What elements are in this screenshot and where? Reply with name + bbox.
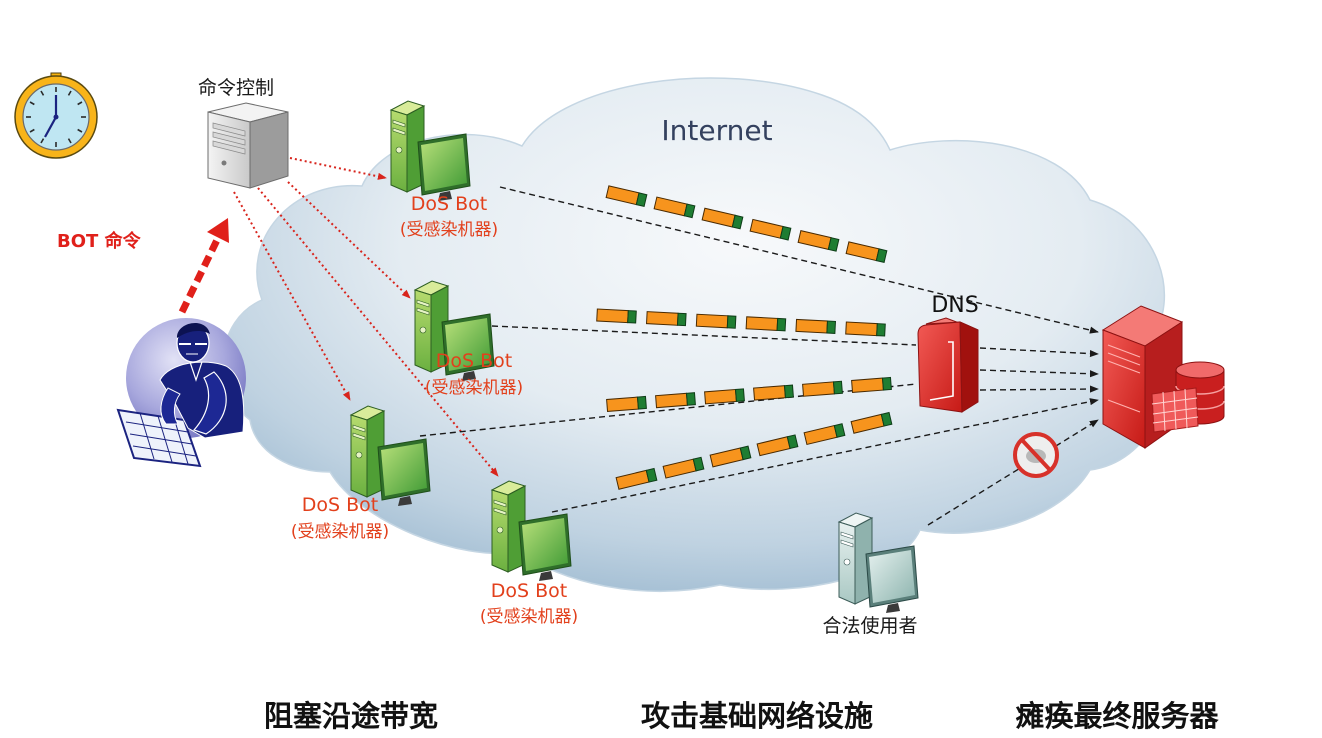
packet-body — [695, 313, 729, 329]
packet-tail — [783, 384, 794, 399]
packet — [845, 241, 888, 263]
packet-tail — [645, 467, 658, 483]
bot-label: DoS Bot — [411, 193, 487, 215]
packet — [850, 411, 893, 434]
packet — [749, 218, 792, 241]
packet — [596, 308, 637, 324]
caption-bandwidth: 阻塞沿途带宽 — [264, 699, 438, 733]
attack-line-bot-4 — [551, 398, 1099, 513]
packet — [645, 311, 687, 327]
server-icon — [207, 102, 289, 189]
bot-command-arrow — [178, 218, 229, 314]
caption-infrastructure: 攻击基础网络设施 — [641, 699, 873, 733]
bot-computer-3: DoS Bot (受感染机器) — [291, 405, 431, 542]
dns-label: DNS — [931, 293, 978, 318]
command-line-bot-2 — [287, 181, 411, 299]
packet-tail — [786, 434, 799, 450]
attack-packets — [596, 185, 893, 490]
packet — [662, 456, 705, 479]
packet-tail — [875, 248, 888, 263]
command-line-bot-1 — [289, 157, 387, 180]
bot-computer-2: DoS Bot (受感染机器) — [414, 280, 523, 398]
packet — [653, 196, 696, 219]
hacker-icon — [116, 318, 246, 468]
packet — [753, 384, 794, 401]
bot-label: DoS Bot — [436, 350, 512, 372]
packet — [605, 185, 648, 207]
packet-body — [851, 377, 884, 393]
attack-line-bot-1 — [499, 186, 1099, 334]
packet — [615, 467, 658, 490]
packet — [797, 230, 840, 252]
packet-tail — [627, 310, 637, 324]
packet-tail — [636, 395, 647, 410]
packet-body — [606, 396, 639, 412]
packet-tail — [726, 315, 737, 329]
bot-note: (受感染机器) — [480, 607, 578, 627]
packet-tail — [683, 203, 696, 219]
packet — [845, 321, 886, 337]
no-entry-icon — [1013, 432, 1059, 478]
packet-body — [845, 321, 878, 337]
computer-icon — [390, 100, 471, 202]
internet-label: Internet — [661, 114, 772, 147]
packet — [701, 207, 744, 230]
packet — [802, 380, 843, 397]
packet-body — [795, 318, 829, 334]
packet-tail — [739, 445, 752, 461]
packet-tail — [692, 456, 705, 472]
clock-icon — [14, 72, 98, 159]
bot-label: DoS Bot — [491, 580, 567, 602]
grid-panel-icon — [1151, 387, 1199, 433]
packet-body — [655, 392, 688, 409]
packet — [851, 376, 892, 393]
packet — [803, 423, 846, 446]
packet-tail — [876, 323, 886, 337]
packet-tail — [779, 225, 792, 241]
packet-body — [753, 385, 786, 401]
bot-computer-4: DoS Bot (受感染机器) — [480, 480, 578, 627]
packet-tail — [881, 376, 892, 391]
packet-body — [704, 388, 737, 405]
dns-server-icon — [917, 317, 979, 413]
packet-body — [645, 311, 679, 326]
packet — [606, 395, 647, 412]
packet — [709, 445, 752, 468]
packet-tail — [833, 423, 846, 438]
bot-label: DoS Bot — [302, 494, 378, 516]
packet-tail — [731, 214, 744, 230]
captions: 阻塞沿途带宽 攻击基础网络设施 瘫痪最终服务器 — [264, 699, 1220, 733]
command-lines — [233, 157, 499, 477]
packet — [745, 316, 787, 332]
bot-note: (受感染机器) — [291, 522, 389, 542]
packet — [795, 318, 837, 334]
packet — [695, 313, 737, 329]
packet-tail — [826, 320, 837, 334]
packet — [756, 434, 799, 457]
packet — [655, 392, 696, 409]
packet-tail — [880, 411, 893, 427]
packet-body — [802, 381, 835, 397]
legit-user-line — [927, 419, 1099, 526]
packet-tail — [832, 380, 843, 395]
caption-server: 瘫痪最终服务器 — [1015, 699, 1219, 733]
packet — [704, 388, 745, 405]
packet-body — [596, 308, 629, 324]
legit-user-label: 合法使用者 — [822, 615, 917, 637]
bot-note: (受感染机器) — [400, 220, 498, 240]
bot-command-label: BOT 命令 — [57, 230, 142, 252]
packet-tail — [676, 312, 687, 327]
legit-user-computer: 合法使用者 — [822, 512, 919, 637]
packet-tail — [734, 388, 745, 402]
attack-line-bot-2 — [491, 325, 917, 346]
packet-tail — [685, 392, 696, 406]
packet-body — [745, 316, 779, 331]
command-control-label: 命令控制 — [198, 77, 274, 99]
packet-tail — [635, 192, 648, 207]
packet-tail — [776, 317, 787, 332]
bot-computer-1: DoS Bot (受感染机器) — [390, 100, 498, 240]
packet-tail — [827, 237, 840, 252]
bot-note: (受感染机器) — [425, 378, 523, 398]
